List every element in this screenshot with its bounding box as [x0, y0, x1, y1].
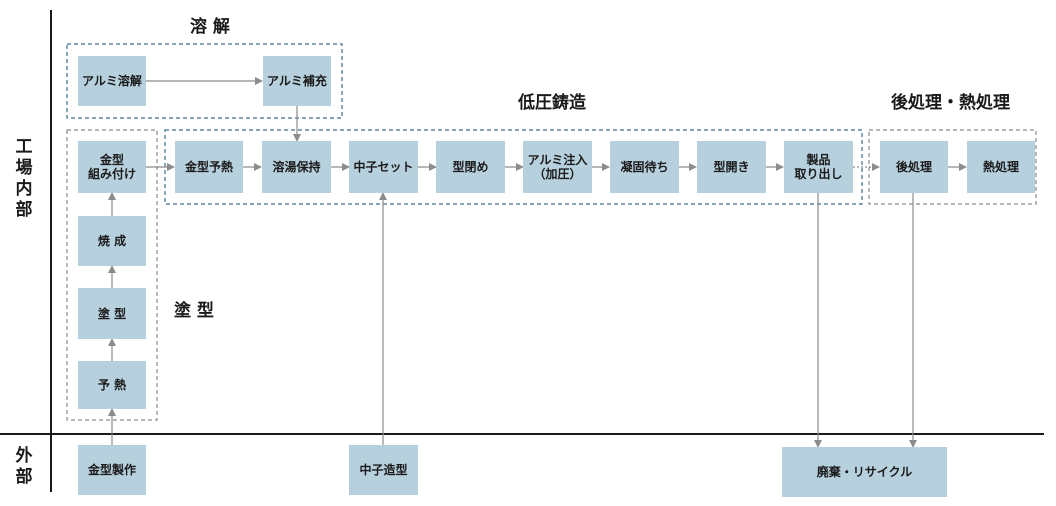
node-mold-assembly: 金型 組み付け: [78, 141, 146, 193]
node-solidify-wait: 凝固待ち: [610, 141, 679, 193]
side-label-internal: 工 場 内 部: [15, 137, 33, 220]
node-mold-making: 金型製作: [78, 445, 146, 495]
melting-group-frame: [66, 43, 343, 119]
node-aluminum-injection: アルミ注入 （加圧）: [523, 141, 592, 193]
coating-group-frame: [66, 129, 158, 421]
group-label-melting: 溶 解: [190, 17, 230, 37]
group-label-coating: 塗 型: [174, 301, 214, 321]
side-label-external: 外 部: [15, 446, 33, 487]
node-heat-treatment: 熱処理: [967, 141, 1035, 193]
node-firing: 焼 成: [78, 216, 146, 266]
node-core-set: 中子セット: [349, 141, 418, 193]
node-mold-preheat: 金型予熱: [175, 141, 243, 193]
group-label-low-pressure: 低圧鋳造: [518, 93, 586, 113]
node-mold-open: 型開き: [697, 141, 766, 193]
node-molten-holding: 溶湯保持: [262, 141, 331, 193]
node-aluminum-refill: アルミ補充: [263, 56, 331, 106]
node-aluminum-melting: アルミ溶解: [78, 56, 146, 106]
node-disposal-recycle: 廃棄・リサイクル: [782, 447, 947, 497]
node-core-making: 中子造型: [349, 445, 418, 495]
group-label-post: 後処理・熱処理: [891, 93, 1010, 113]
node-coating: 塗 型: [78, 288, 146, 339]
node-mold-close: 型閉め: [436, 141, 505, 193]
node-product-removal: 製品 取り出し: [784, 141, 853, 193]
node-preheat: 予 熱: [78, 361, 146, 409]
node-post-process: 後処理: [880, 141, 948, 193]
